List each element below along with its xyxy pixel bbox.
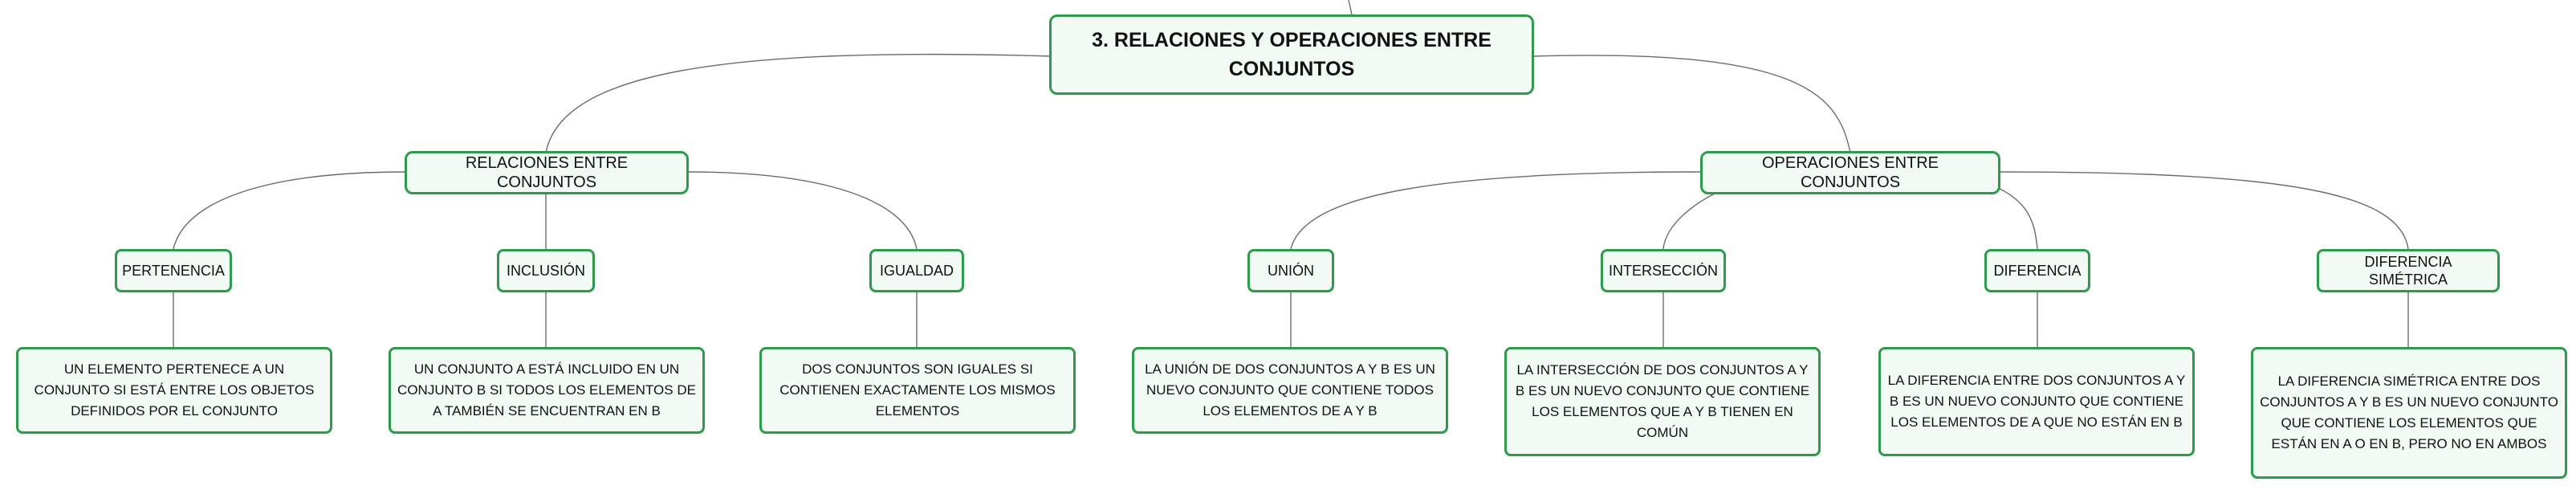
subtopic-union[interactable]: UNIÓN (1247, 249, 1334, 292)
description-diferencia[interactable]: LA DIFERENCIA ENTRE DOS CONJUNTOS A Y B … (1878, 347, 2195, 456)
description-union[interactable]: LA UNIÓN DE DOS CONJUNTOS A Y B ES UN NU… (1132, 347, 1448, 434)
subtopic-interseccion-label: INTERSECCIÓN (1609, 263, 1719, 279)
connector-root-relaciones (545, 53, 1052, 153)
branch-relaciones-label: RELACIONES ENTRE CONJUNTOS (465, 154, 629, 191)
description-igualdad[interactable]: DOS CONJUNTOS SON IGUALES SI CONTIENEN E… (759, 347, 1076, 434)
description-interseccion[interactable]: LA INTERSECCIÓN DE DOS CONJUNTOS A Y B E… (1504, 347, 1821, 456)
subtopic-diferencia-simetrica[interactable]: DIFERENCIA SIMÉTRICA (2317, 249, 2500, 292)
root-topic-label: 3. RELACIONES Y OPERACIONES ENTRE CONJUN… (1092, 29, 1491, 80)
subtopic-igualdad-label: IGUALDAD (879, 263, 954, 279)
subtopic-inclusion[interactable]: INCLUSIÓN (497, 249, 595, 292)
description-diferencia-simetrica[interactable]: LA DIFERENCIA SIMÉTRICA ENTRE DOS CONJUN… (2251, 347, 2567, 479)
subtopic-interseccion[interactable]: INTERSECCIÓN (1601, 249, 1726, 292)
description-interseccion-text: LA INTERSECCIÓN DE DOS CONJUNTOS A Y B E… (1515, 362, 1810, 440)
subtopic-diferencia[interactable]: DIFERENCIA (1984, 249, 2090, 292)
branch-operaciones[interactable]: OPERACIONES ENTRE CONJUNTOS (1700, 151, 2000, 194)
connector-operaciones-simetrica (1998, 171, 2409, 250)
subtopic-union-label: UNIÓN (1268, 263, 1314, 279)
connector-relaciones-igualdad (686, 171, 918, 250)
connector-operaciones-interseccion (1662, 184, 1735, 250)
subtopic-diferencia-simetrica-label: DIFERENCIA SIMÉTRICA (2364, 254, 2452, 288)
connector-operaciones-union (1290, 171, 1701, 250)
subtopic-inclusion-label: INCLUSIÓN (507, 263, 586, 279)
subtopic-pertenencia[interactable]: PERTENENCIA (115, 249, 232, 292)
description-pertenencia[interactable]: UN ELEMENTO PERTENECE A UN CONJUNTO SI E… (16, 347, 332, 434)
connector-operaciones-diferencia (1990, 184, 2038, 250)
description-diferencia-simetrica-text: LA DIFERENCIA SIMÉTRICA ENTRE DOS CONJUN… (2260, 374, 2558, 451)
branch-relaciones[interactable]: RELACIONES ENTRE CONJUNTOS (405, 151, 689, 194)
branch-operaciones-label: OPERACIONES ENTRE CONJUNTOS (1761, 154, 1939, 191)
subtopic-pertenencia-label: PERTENENCIA (122, 263, 225, 279)
description-pertenencia-text: UN ELEMENTO PERTENECE A UN CONJUNTO SI E… (34, 361, 315, 418)
connector-root-operaciones (1532, 55, 1851, 153)
connector-root-top (1348, 0, 1353, 15)
description-inclusion[interactable]: UN CONJUNTO A ESTÁ INCLUIDO EN UN CONJUN… (389, 347, 705, 434)
description-union-text: LA UNIÓN DE DOS CONJUNTOS A Y B ES UN NU… (1145, 361, 1435, 418)
connector-relaciones-pertenencia (173, 171, 407, 250)
description-diferencia-text: LA DIFERENCIA ENTRE DOS CONJUNTOS A Y B … (1887, 373, 2186, 430)
subtopic-diferencia-label: DIFERENCIA (1993, 263, 2082, 279)
description-igualdad-text: DOS CONJUNTOS SON IGUALES SI CONTIENEN E… (779, 361, 1056, 418)
root-topic[interactable]: 3. RELACIONES Y OPERACIONES ENTRE CONJUN… (1049, 14, 1534, 95)
description-inclusion-text: UN CONJUNTO A ESTÁ INCLUIDO EN UN CONJUN… (397, 361, 696, 418)
subtopic-igualdad[interactable]: IGUALDAD (869, 249, 964, 292)
